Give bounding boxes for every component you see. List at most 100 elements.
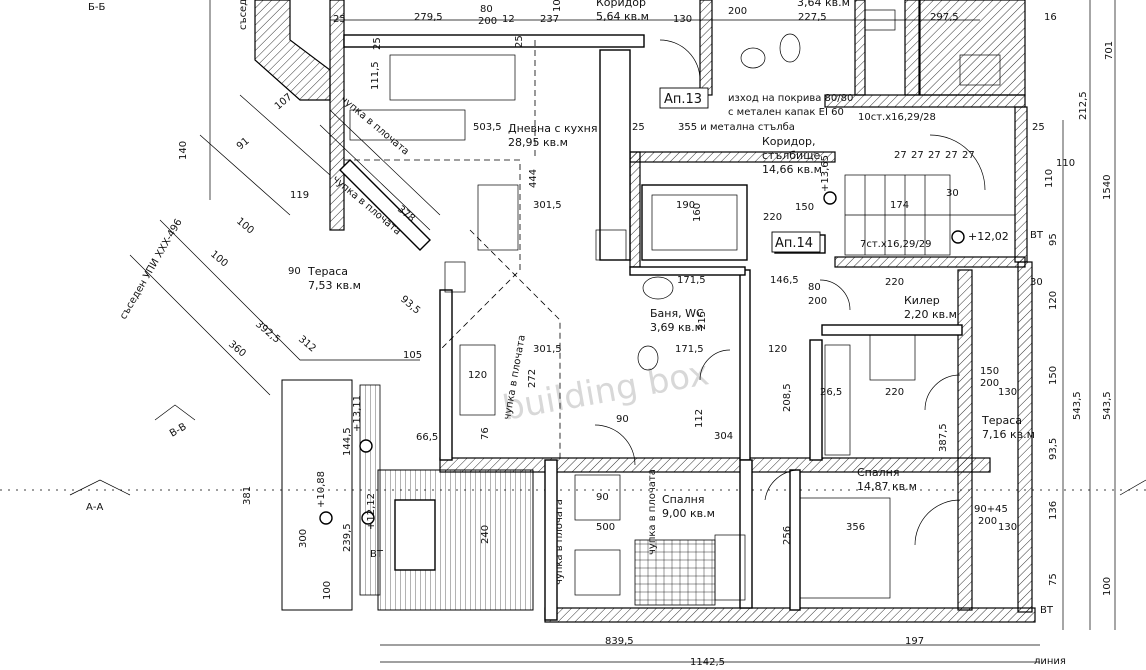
dim-label: 100 (1102, 577, 1113, 596)
dim-label: 130 (673, 14, 692, 25)
dim-label: 174 (890, 200, 909, 211)
dim-label: 103 (552, 0, 563, 12)
dim-label: 312 (296, 334, 318, 355)
note-stairs-top: 10ст.х16,29/28 (858, 112, 936, 123)
dim-label: 120 (1048, 291, 1059, 310)
dim-label: 1540 (1102, 175, 1113, 200)
room-area-bedroom-big: 14,87 кв.м (857, 480, 917, 493)
dim-label: 105 (403, 350, 422, 361)
note-bt-1: ВТ (1030, 230, 1044, 241)
dim-label: 130 (998, 387, 1017, 398)
room-area-terrace-left: 7,53 кв.м (308, 279, 361, 292)
level-label: +13,65 (820, 155, 831, 192)
room-area-terrace-right: 7,16 кв.м (982, 428, 1035, 441)
dim-label: 200 (478, 16, 497, 27)
dim-label: 197 (905, 636, 924, 647)
fixtures (349, 9, 1001, 601)
dim-label: 304 (714, 431, 733, 442)
watermark: building box (500, 353, 712, 429)
dim-label: 95 (1048, 233, 1059, 246)
dim-label: 356 (846, 522, 865, 533)
room-area-corridor-stair: 14,66 кв.м (762, 163, 822, 176)
room-name-bedroom-small: Спалня (662, 493, 704, 506)
level-labels: +12,02 +13,65 +10,88 +12,12 +13,11 (316, 155, 1009, 530)
dim-label: 503,5 (473, 122, 502, 133)
dim-label: 392,5 (253, 319, 282, 346)
dim-label: 90 (288, 266, 301, 277)
room-name-living-kitchen: Дневна с кухня (508, 122, 597, 135)
room-name-bath: Баня, WC (650, 307, 704, 320)
dim-label: 93,5 (398, 294, 422, 317)
dim-label: 237 (540, 14, 559, 25)
dim-label: 25 (632, 122, 645, 133)
room-area-top: 3,64 кв.м (797, 0, 850, 9)
dim-label: 190 (676, 200, 695, 211)
dim-label: 30 (1030, 277, 1043, 288)
dim-label: 25 (333, 14, 346, 25)
note-roof-exit-3: 355 и метална стълба (678, 122, 795, 133)
section-mark-bb: Б-Б (88, 2, 105, 13)
dim-label: 120 (468, 370, 487, 381)
dim-label: 100 (234, 216, 256, 237)
dim-label: 16 (1044, 12, 1057, 23)
dim-label: 90 (596, 492, 609, 503)
dim-label: 272 (527, 369, 538, 388)
apartment-labels: Ап.13 Ап.14 (659, 87, 821, 253)
dim-label: 25 (1032, 122, 1045, 133)
dim-label: 301,5 (533, 344, 562, 355)
room-labels: Дневна с кухня 28,95 кв.м Коридор 5,64 к… (307, 0, 1035, 520)
dim-label: 212,5 (1078, 91, 1089, 120)
dim-label: 256 (782, 526, 793, 545)
dim-label: 160 (692, 203, 703, 222)
level-label: +13,11 (352, 395, 363, 432)
apartment-label-14: Ап.14 (775, 236, 813, 251)
dim-label: 701 (1104, 41, 1115, 60)
dim-label: 208,5 (782, 383, 793, 412)
dim-label: 839,5 (605, 636, 634, 647)
dim-label: 171,5 (675, 344, 704, 355)
dim-label: 543,5 (1102, 391, 1113, 420)
dim-label: 360 (226, 339, 248, 360)
note-neighbor: съседен УПИ XXX-496 (118, 217, 185, 321)
dim-label: 30 (946, 188, 959, 199)
dim-label: 200 (808, 296, 827, 307)
dim-label: 279,5 (414, 12, 443, 23)
dim-label: 144,5 (342, 427, 353, 456)
dim-label: 240 (480, 525, 491, 544)
dim-label: 76 (480, 427, 491, 440)
dim-label: 543,5 (1072, 391, 1083, 420)
dim-label: 215 (697, 311, 708, 330)
note-bt-3: ВТ (1040, 605, 1054, 616)
note-chute-1: чупка в плочата (338, 94, 411, 158)
dim-label: 25 (372, 37, 383, 50)
dim-label: 200 (980, 378, 999, 389)
room-name-corridor-stair: Коридор, (762, 135, 816, 148)
dim-label: 27 (928, 150, 941, 161)
room-area-closet: 2,20 кв.м (904, 308, 957, 321)
dim-label: 1142,5 (690, 657, 725, 668)
dim-label: 27 (911, 150, 924, 161)
dim-label: 110 (1044, 169, 1055, 188)
dim-label: 387,5 (938, 423, 949, 452)
room-area-bedroom-small: 9,00 кв.м (662, 507, 715, 520)
diagonal-walls (129, 0, 441, 396)
room-name2-corridor-stair: стълбище (762, 149, 821, 162)
note-chute-4: чупка в плочата (647, 469, 658, 555)
dim-label: 150 (1048, 366, 1059, 385)
section-mark-vv: В-В (168, 421, 189, 439)
dim-label: 12 (502, 14, 515, 25)
level-label: +12,02 (968, 230, 1009, 243)
dim-label: 90 (616, 414, 629, 425)
dim-label: 220 (885, 387, 904, 398)
room-name-terrace-left: Тераса (307, 265, 348, 278)
note-stairs-mid: 7ст.х16,29/29 (860, 239, 932, 250)
dim-label: 111,5 (370, 61, 381, 90)
dim-label: 301,5 (533, 200, 562, 211)
dim-label: 140 (178, 141, 189, 160)
level-label: +10,88 (316, 471, 327, 508)
dim-label: 80 (480, 4, 493, 15)
level-markers (319, 191, 965, 525)
section-mark-aa: А-А (86, 502, 103, 513)
dim-label: 381 (242, 486, 253, 505)
